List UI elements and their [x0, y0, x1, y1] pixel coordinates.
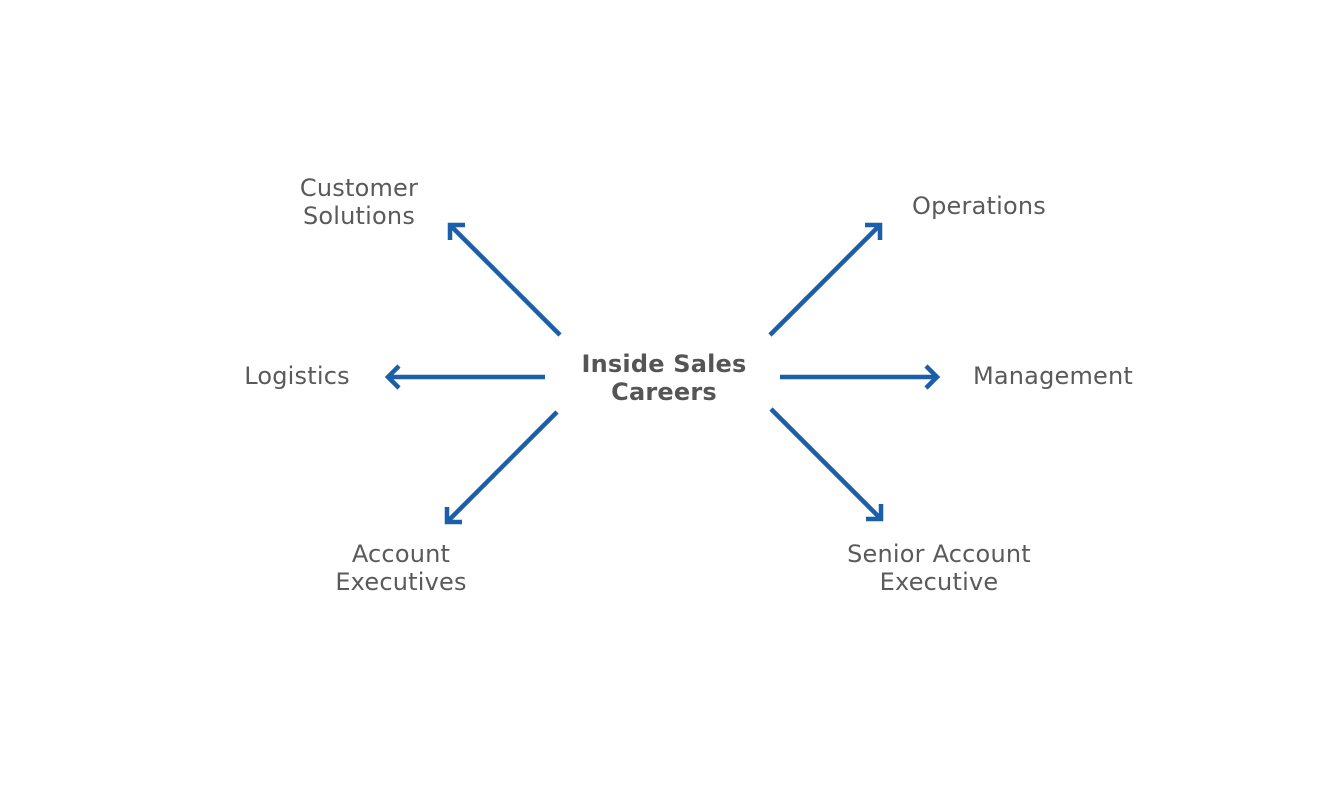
branch-label-line: Account: [351, 540, 451, 568]
branch-label-line: Management: [972, 362, 1134, 390]
branch-label-line: Solutions: [302, 202, 416, 230]
branch-label-line: Senior Account: [847, 540, 1031, 568]
arrow-to-account-executives: [444, 410, 559, 525]
arrow-to-senior-account-executive: [769, 407, 884, 522]
branch-logistics: Logistics: [244, 362, 350, 390]
branch-label-line: Executives: [335, 568, 467, 596]
arrow-to-operations: [768, 222, 883, 337]
branch-label-line: Customer: [299, 174, 419, 202]
branch-customer-solutions: Customer Solutions: [300, 174, 418, 230]
branch-senior-account-executive: Senior Account Executive: [847, 540, 1031, 596]
branch-label-line: Executive: [879, 568, 999, 596]
center-label-line-1: Inside Sales: [581, 350, 747, 378]
branch-management: Management: [973, 362, 1133, 390]
branch-label-line: Logistics: [244, 362, 350, 390]
branch-operations: Operations: [912, 192, 1046, 220]
center-label-line-2: Careers: [611, 378, 717, 406]
branch-label-line: Operations: [912, 192, 1046, 220]
arrow-to-logistics: [384, 364, 545, 390]
branch-account-executives: Account Executives: [335, 540, 466, 596]
arrow-to-management: [780, 364, 941, 390]
center-node-label: Inside Sales Careers: [581, 350, 746, 406]
arrow-to-customer-solutions: [447, 222, 562, 337]
